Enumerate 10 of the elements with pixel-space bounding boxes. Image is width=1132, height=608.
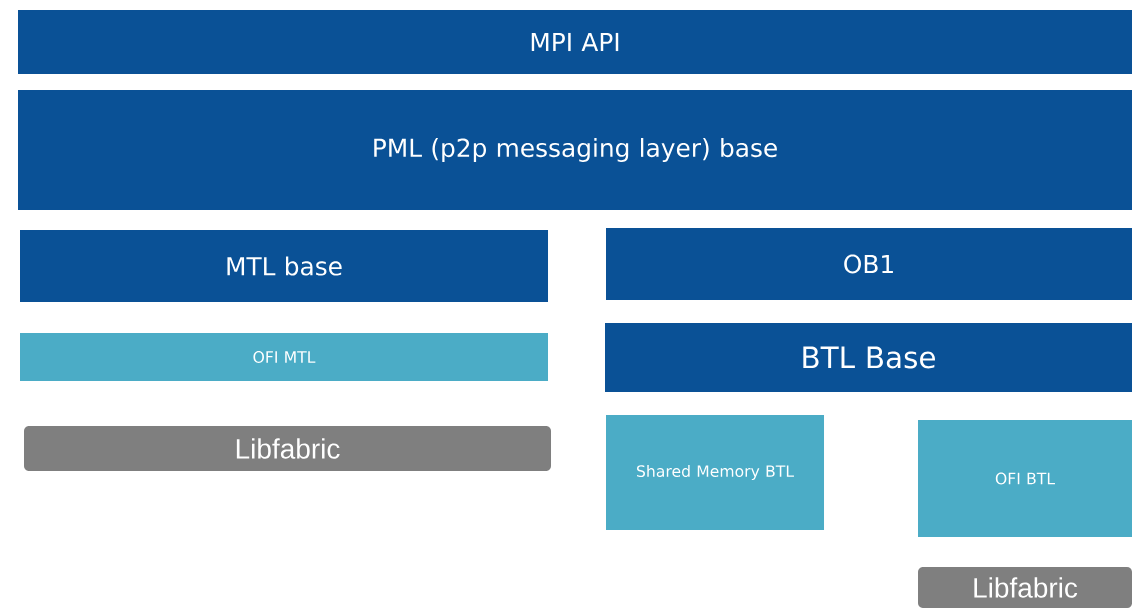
- library-bar: Libfabric: [918, 567, 1132, 608]
- layer-box: BTL Base: [605, 323, 1132, 392]
- component-box: Shared Memory BTL: [606, 415, 824, 530]
- layer-box: MTL base: [20, 230, 548, 302]
- library-bar: Libfabric: [24, 426, 551, 471]
- layer-box: OB1: [606, 228, 1132, 300]
- layer-band: PML (p2p messaging layer) base: [18, 90, 1132, 210]
- component-box: OFI BTL: [918, 420, 1132, 537]
- component-box: OFI MTL: [20, 333, 548, 381]
- layer-band: MPI API: [18, 10, 1132, 74]
